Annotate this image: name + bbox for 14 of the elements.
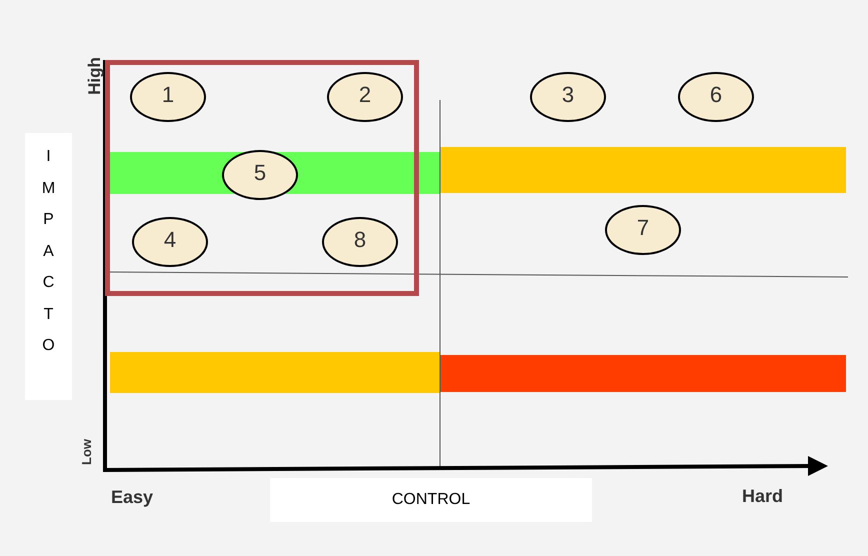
axis-title: IMPACTO bbox=[40, 147, 56, 356]
axis-label: Easy bbox=[111, 486, 154, 509]
selection-box bbox=[105, 60, 419, 296]
number-ellipse: 2 bbox=[327, 72, 403, 122]
number-ellipse: 7 bbox=[605, 205, 681, 255]
axis-label: Hard bbox=[742, 485, 784, 508]
number-ellipse: 1 bbox=[130, 72, 206, 122]
number-ellipse: 4 bbox=[132, 217, 208, 267]
number-ellipse: 6 bbox=[678, 72, 754, 122]
number-ellipse: 3 bbox=[530, 72, 606, 122]
axis-label: High bbox=[84, 56, 104, 97]
axis-title: CONTROL bbox=[392, 490, 470, 510]
axis-label: Low bbox=[78, 438, 94, 467]
number-ellipse: 8 bbox=[322, 217, 398, 267]
